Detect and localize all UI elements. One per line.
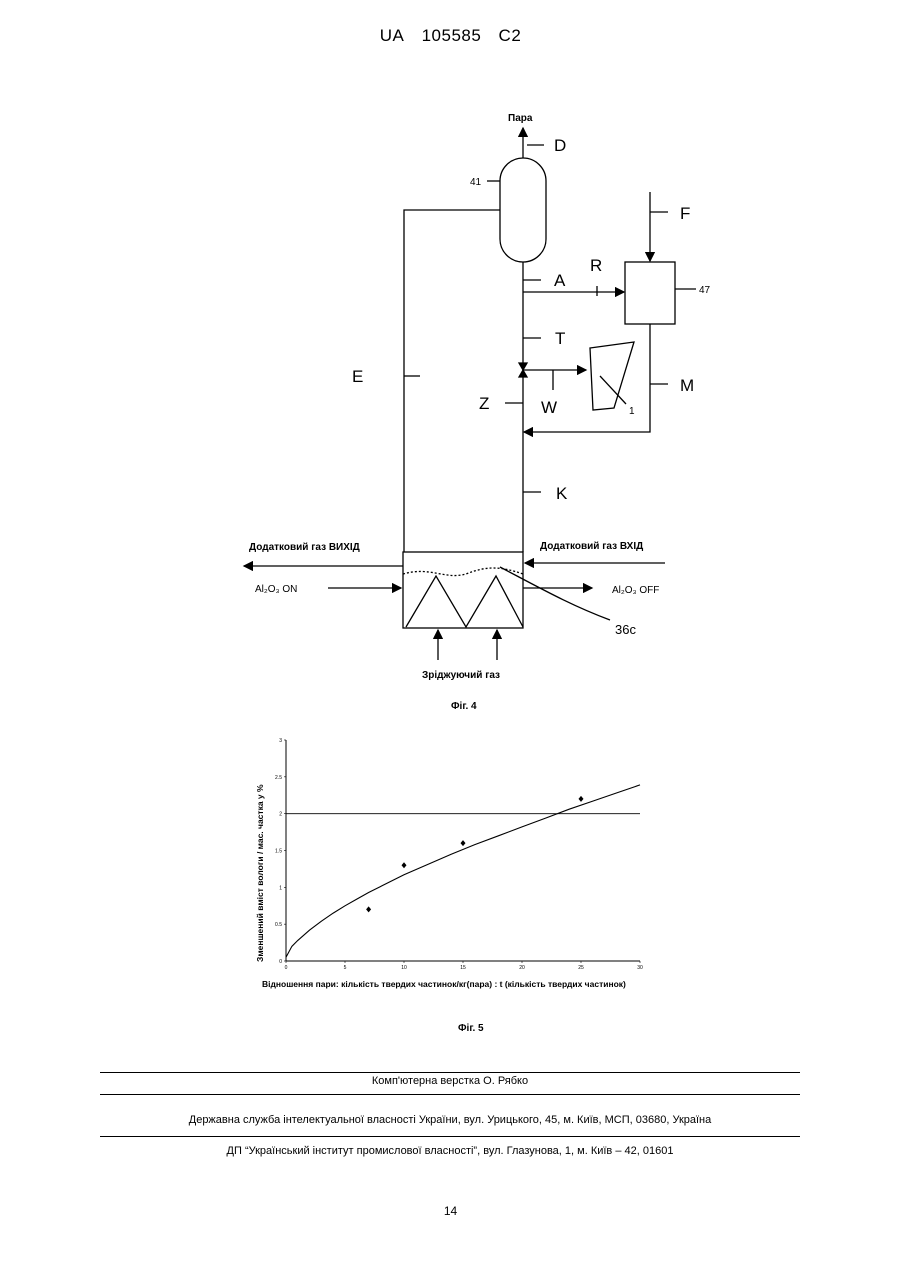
label-T: T	[555, 329, 565, 348]
reactor-36c	[403, 552, 523, 628]
y-tick-label: 1	[279, 885, 282, 891]
label-Z: Z	[479, 394, 489, 413]
label-gas-in: Додатковий газ ВХІД	[540, 541, 643, 552]
fig5-chart: 0 5 10 15 20 25 30 0 0.5 1 1.5 2 2.5 3 Відношення пар…	[240, 730, 720, 1040]
footer-office: Державна служба інтелектуальної власност…	[100, 1114, 800, 1126]
y-tick-label: 2.5	[275, 775, 282, 781]
x-tick-label: 20	[519, 965, 525, 971]
footer-divider-3	[100, 1136, 800, 1137]
label-41: 41	[470, 177, 482, 188]
y-tick-label: 1.5	[275, 849, 282, 855]
x-tick-label: 15	[460, 965, 466, 971]
x-axis-label: Відношення пари: кількість твердих части…	[262, 979, 626, 989]
x-tick-label: 5	[344, 965, 347, 971]
footer-institute: ДП “Український інститут промислової вла…	[100, 1145, 800, 1157]
data-point	[461, 840, 466, 846]
y-tick-label: 0.5	[275, 922, 282, 928]
page-number: 14	[0, 1204, 901, 1218]
fig5-caption: Фіг. 5	[458, 1023, 484, 1034]
data-point	[579, 796, 584, 802]
fig4-caption: Фіг. 4	[451, 701, 477, 712]
unit-1	[590, 342, 634, 410]
label-K: K	[556, 484, 568, 503]
label-W: W	[541, 398, 557, 417]
fig4-diagram: Пара D 41 F A R 47 T E Z W M 1 K Додатко…	[0, 0, 901, 720]
label-36c: 36c	[615, 622, 636, 637]
y-axis-label: Зменшений вміст вологи / мас. частка у %	[255, 784, 265, 962]
data-point	[402, 862, 407, 868]
label-F: F	[680, 204, 690, 223]
label-al2o3-on: Al₂O₃ ON	[255, 584, 297, 595]
footer-divider-2	[100, 1094, 800, 1095]
steam-drum-41	[500, 158, 546, 262]
label-M: M	[680, 376, 694, 395]
footer-layout-credit: Комп'ютерна верстка О. Рябко	[100, 1075, 800, 1087]
label-A: A	[554, 271, 566, 290]
label-D: D	[554, 136, 566, 155]
label-fluid-gas: Зріджуючий газ	[422, 670, 500, 681]
y-tick-label: 3	[279, 738, 282, 744]
label-47: 47	[699, 285, 711, 296]
fit-curve	[286, 785, 640, 957]
x-tick-label: 10	[401, 965, 407, 971]
label-al2o3-off: Al₂O₃ OFF	[612, 585, 659, 596]
x-tick-label: 30	[637, 965, 643, 971]
y-tick-label: 0	[279, 959, 282, 965]
unit-47	[625, 262, 675, 324]
x-tick-label: 25	[578, 965, 584, 971]
data-point	[366, 906, 371, 912]
line-E	[404, 210, 500, 552]
label-gas-out: Додатковий газ ВИХІД	[249, 542, 360, 553]
label-R: R	[590, 256, 602, 275]
label-steam: Пара	[508, 113, 533, 124]
y-tick-label: 2	[279, 812, 282, 818]
footer-divider-1	[100, 1072, 800, 1073]
label-E: E	[352, 367, 363, 386]
label-1: 1	[629, 406, 635, 417]
x-tick-label: 0	[285, 965, 288, 971]
